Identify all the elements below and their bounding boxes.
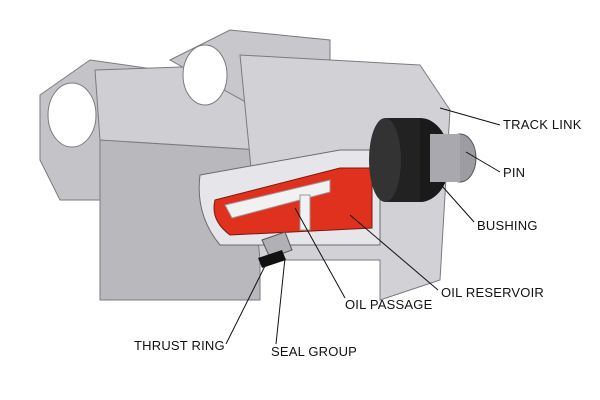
leader-track-link <box>439 107 501 126</box>
leader-oil-reservoir <box>349 214 439 291</box>
label-track-link: TRACK LINK <box>503 117 582 132</box>
label-pin: PIN <box>503 165 526 180</box>
label-seal-group: SEAL GROUP <box>271 344 358 359</box>
label-oil-reservoir: OIL RESERVOIR <box>441 285 545 300</box>
leader-thrust-ring <box>225 255 271 345</box>
leader-seal-group <box>275 257 286 345</box>
label-thrust-ring: THRUST RING <box>134 338 225 353</box>
leader-oil-passage <box>294 207 346 299</box>
leader-lines <box>225 107 501 345</box>
seal-assembly <box>258 231 293 268</box>
leader-pin <box>465 151 501 173</box>
label-bushing: BUSHING <box>477 218 538 233</box>
pin-end <box>430 133 477 183</box>
leader-bushing <box>441 185 475 223</box>
cutaway-section <box>198 149 381 246</box>
label-oil-passage: OIL PASSAGE <box>345 297 433 312</box>
